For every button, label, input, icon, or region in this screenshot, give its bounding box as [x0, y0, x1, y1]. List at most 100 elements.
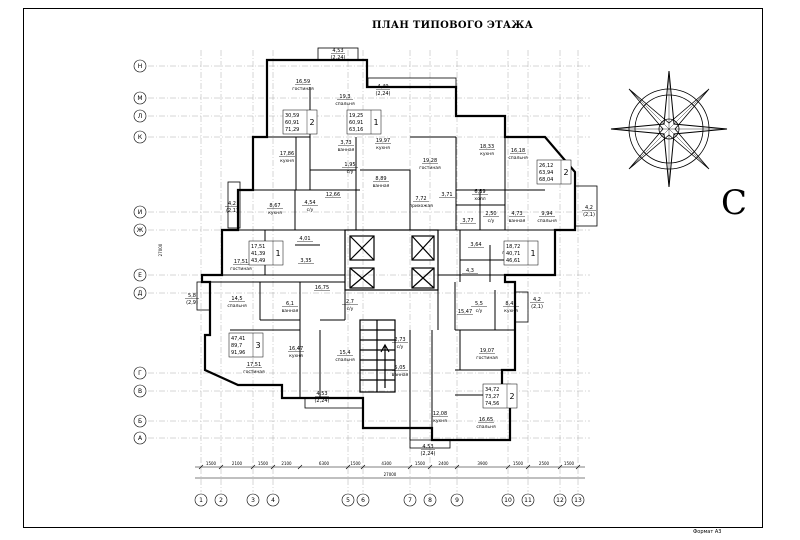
room-name: ванная	[338, 148, 355, 153]
apartment-living-area: 18,72	[506, 244, 520, 250]
room-name: с/у	[347, 169, 354, 175]
column-axis-bubble: 10	[501, 493, 515, 507]
balcony-area: 4,53	[316, 391, 327, 397]
row-axis-label: И	[138, 209, 143, 216]
room-area: 3,77	[462, 218, 473, 224]
row-axis-label: Д	[138, 290, 143, 297]
apartment-total-area: 40,71	[506, 251, 520, 257]
balcony-area: 5,8	[188, 293, 196, 299]
column-axis-label: 2	[219, 497, 223, 504]
room-label: 2,73с/у	[392, 337, 408, 350]
apartment-room-count: 3	[255, 341, 260, 350]
apartment-gross-area: 43,49	[251, 258, 265, 264]
room-area: 19,97	[376, 138, 390, 144]
apartment-room-count: 2	[509, 392, 514, 401]
row-axis-bubble: В	[133, 384, 147, 398]
room-name: кухня	[268, 211, 282, 216]
room-label: 7,72 прихожая	[409, 196, 433, 209]
room-name: прихожая	[409, 204, 433, 209]
column-axis-bubble: 7	[403, 493, 417, 507]
column-axis-bubble: 12	[553, 493, 567, 507]
balcony-area: 4,2	[585, 205, 593, 211]
room-name: с/у	[476, 308, 483, 314]
room-area: 4,54	[304, 200, 315, 206]
dimension-value: 1500	[415, 461, 426, 466]
column-axis-label: 6	[361, 497, 365, 504]
room-label: 15,47	[457, 309, 473, 315]
apartment-living-area: 19,25	[349, 113, 363, 119]
dimension-value: 1500	[258, 461, 269, 466]
row-axis-bubble: М	[133, 91, 147, 105]
row-axis-label: М	[137, 95, 142, 102]
room-label: 2,7с/у	[342, 299, 358, 312]
row-axis-label: А	[138, 435, 143, 442]
column-axis-label: 5	[346, 497, 350, 504]
room-area: 18,33	[480, 144, 494, 150]
room-area: 4,3	[466, 268, 474, 274]
room-name: спальня	[476, 425, 496, 430]
balcony-area: 4,2	[228, 201, 236, 207]
room-name: спальня	[537, 219, 557, 224]
room-area: 16,59	[296, 79, 310, 85]
row-axis-bubble: Ж	[133, 223, 147, 237]
column-axis-label: 12	[556, 497, 564, 504]
room-label: 3,71	[439, 192, 455, 198]
room-name: холл	[474, 197, 485, 202]
room-name: кухня	[480, 152, 494, 157]
room-area: 2,7	[346, 299, 354, 305]
room-label: 1,95с/у	[342, 162, 358, 175]
room-area: 8,67	[269, 203, 280, 209]
balcony-reduced-area: (2,9)	[186, 300, 198, 306]
row-axis-label: Б	[138, 418, 142, 425]
dimension-value: 1500	[206, 461, 217, 466]
balcony-reduced-area: (2,24)	[330, 55, 345, 61]
room-area: 16,75	[315, 285, 329, 291]
vertical-dimension-total: 27000	[158, 243, 163, 256]
apartment-gross-area: 71,29	[285, 127, 299, 133]
room-area: 12,66	[326, 192, 340, 198]
room-area: 6,1	[286, 301, 294, 307]
column-axis-bubble: 5	[341, 493, 355, 507]
room-label: 3,64	[468, 242, 484, 248]
dimension-value: 6300	[319, 461, 330, 466]
apartment-gross-area: 74,56	[485, 401, 499, 407]
column-axis-label: 3	[251, 497, 255, 504]
room-label: 9,94 спальня	[537, 211, 557, 224]
dimension-value: 2100	[281, 461, 292, 466]
balcony-label: 5,8(2,9)	[185, 293, 199, 306]
column-axis-label: 8	[428, 497, 432, 504]
row-axis-bubble: Л	[133, 109, 147, 123]
row-axis-bubble: К	[133, 130, 147, 144]
balcony-label: 4,53(2,24)	[330, 48, 345, 61]
row-axis-bubble: Д	[133, 286, 147, 300]
balcony-label: 4,53(2,24)	[420, 444, 435, 457]
row-axis-bubble: Б	[133, 414, 147, 428]
room-label: 8,67 кухня	[267, 203, 283, 216]
column-axis-label: 10	[504, 497, 512, 504]
room-area: 9,94	[541, 211, 552, 217]
room-area: 12,08	[433, 411, 447, 417]
column-axis-label: 9	[455, 497, 459, 504]
drawing-frame	[23, 8, 763, 528]
room-label: 5,5с/у	[471, 301, 487, 314]
room-name: спальня	[227, 304, 247, 309]
room-area: 16,18	[511, 148, 525, 154]
dimension-value: 4300	[381, 461, 392, 466]
apartment-living-area: 26,12	[539, 163, 553, 169]
room-name: с/у	[307, 207, 314, 213]
compass-rose-icon	[610, 70, 728, 188]
room-area: 19,28	[423, 158, 437, 164]
room-area: 7,72	[415, 196, 426, 202]
room-name: спальня	[508, 156, 528, 161]
row-axis-bubble: А	[133, 431, 147, 445]
room-area: 3,71	[441, 192, 452, 198]
apartment-living-area: 34,72	[485, 387, 499, 393]
